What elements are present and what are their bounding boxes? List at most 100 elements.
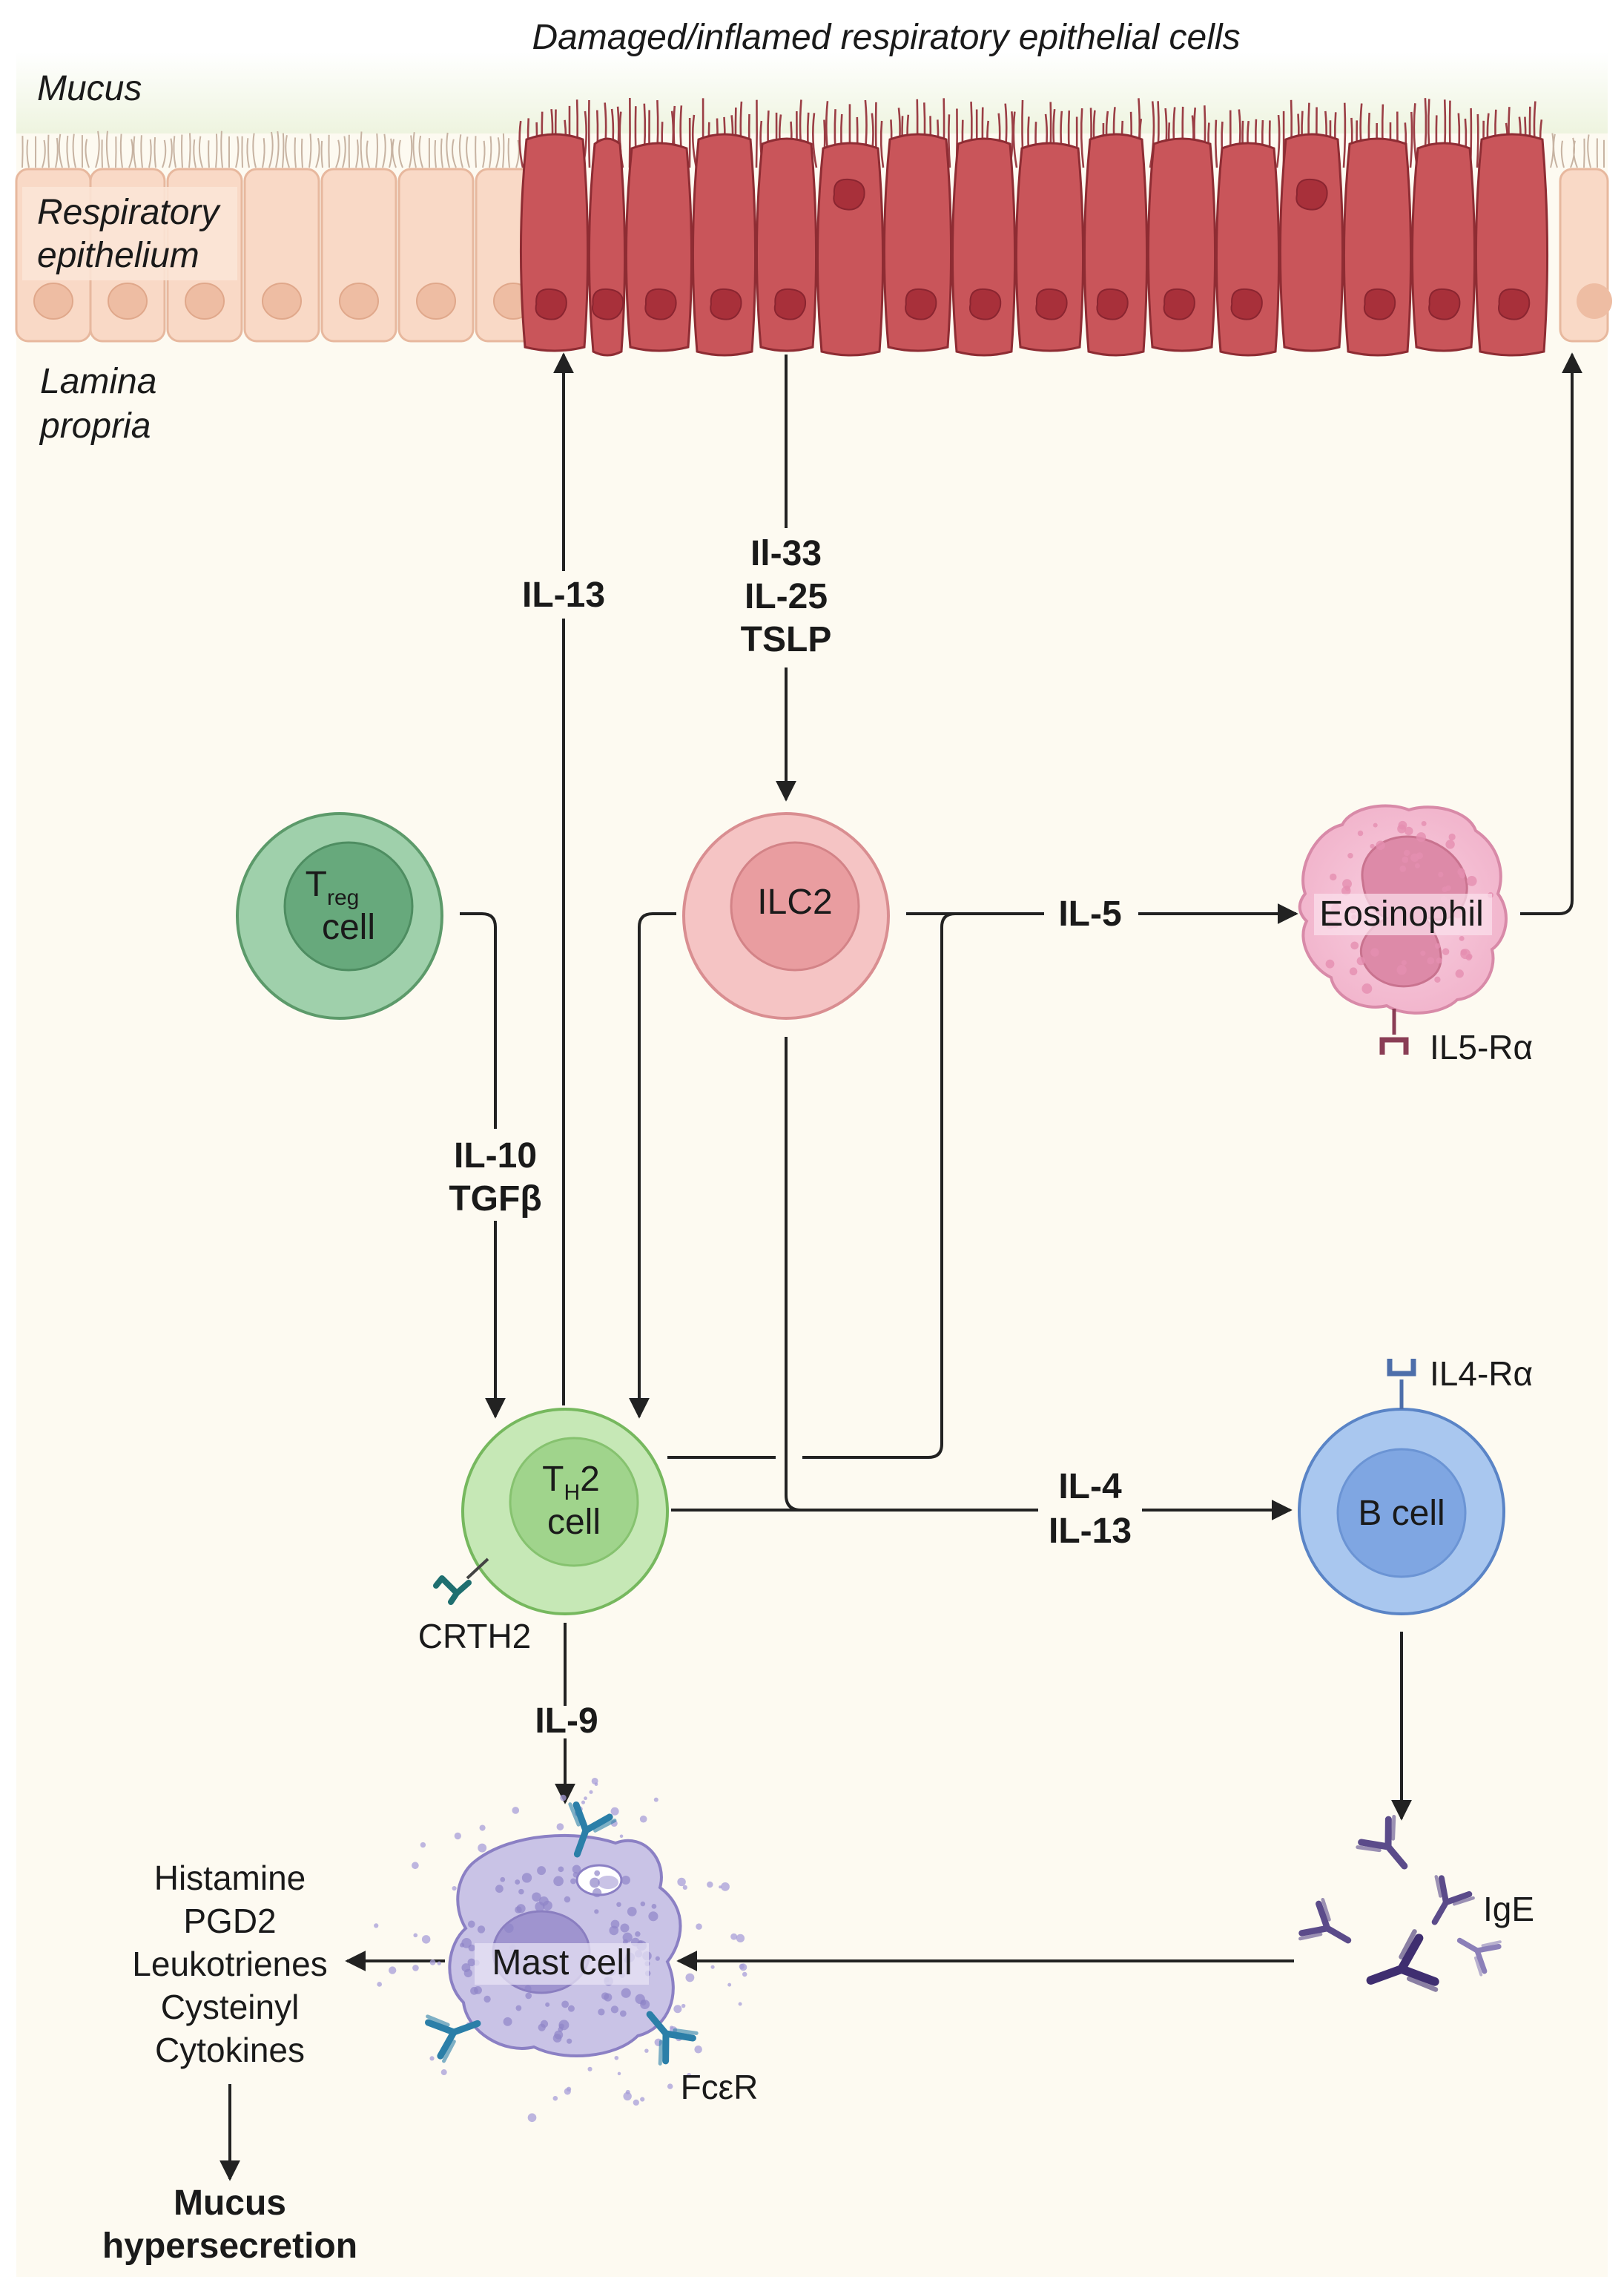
eosinophil-granule	[1438, 872, 1443, 877]
eosinophil-granule	[1416, 832, 1426, 842]
epithelium-label-line1: Respiratory	[37, 193, 221, 232]
eosinophil-granule	[1350, 941, 1359, 949]
mast-granule	[522, 1873, 532, 1882]
damaged-cell-nucleus	[1296, 179, 1327, 210]
damaged-cell-nucleus	[710, 289, 741, 320]
mast-granule	[567, 2039, 572, 2044]
eosinophil-granule	[1399, 866, 1406, 872]
mast-granule	[515, 1879, 520, 1885]
released-granule	[429, 2056, 434, 2060]
released-granule	[667, 2083, 673, 2089]
mast-granule	[543, 1901, 552, 1911]
signal-il13: IL-13	[1049, 1512, 1132, 1551]
eosinophil-granule	[1344, 886, 1350, 891]
crth2-label: CRTH2	[418, 1617, 532, 1655]
eosinophil-granule	[1350, 967, 1358, 975]
released-granule	[557, 1823, 564, 1830]
eosinophil-granule	[1358, 831, 1363, 836]
mast-granule	[594, 1909, 598, 1913]
eosinophil-granule	[1376, 841, 1385, 851]
ilc2-cell: ILC2	[684, 814, 888, 1018]
mast-granule	[483, 1996, 490, 2002]
released-granule	[452, 1886, 457, 1891]
cilium	[48, 135, 49, 168]
eosinophil-granule	[1459, 936, 1465, 941]
cilium	[22, 136, 23, 168]
th2-label-suffix: 2	[580, 1460, 600, 1499]
mast-granule	[468, 1959, 476, 1967]
cilium	[589, 100, 590, 168]
eosinophil-granule	[1347, 853, 1353, 859]
mast-granule	[627, 1907, 637, 1916]
healthy-cell-nucleus	[263, 283, 301, 319]
eosinophil-granule	[1415, 863, 1420, 868]
mast-label: Mast cell	[492, 1943, 632, 1982]
released-granule	[727, 1983, 731, 1987]
mast-granule	[558, 1866, 564, 1872]
released-granule	[611, 1807, 619, 1816]
ilc2-label: ILC2	[757, 883, 832, 922]
eosinophil-granule	[1330, 874, 1336, 880]
mast-granule	[572, 1865, 581, 1874]
damaged-epithelial-cell	[1280, 134, 1342, 351]
eosinophil-granule	[1396, 965, 1406, 975]
mast-granule	[524, 1985, 531, 1992]
lamina-label-line1: Lamina	[40, 362, 156, 401]
released-granule	[711, 1965, 715, 1969]
eosinophil-granule	[1427, 957, 1434, 964]
eosinophil-granule	[1370, 948, 1379, 956]
damaged-epithelial-cell	[817, 143, 882, 355]
mast-granule	[623, 1933, 633, 1942]
mast-granule	[478, 1925, 485, 1933]
il4ra-label: IL4-Rα	[1430, 1354, 1533, 1393]
mast-granule	[641, 1902, 646, 1907]
mast-granule	[495, 1885, 504, 1893]
released-granule	[677, 1878, 685, 1886]
healthy-cell-nucleus	[340, 283, 378, 319]
released-granule	[640, 2097, 644, 2101]
damaged-cell-nucleus	[1036, 289, 1066, 320]
eosinophil-granule	[1402, 960, 1407, 965]
damaged-caption: Damaged/inflamed respiratory epithelial …	[532, 18, 1240, 57]
mast-granule	[532, 1892, 541, 1901]
damaged-cell-nucleus	[593, 289, 623, 320]
damaged-cell-nucleus	[1164, 289, 1195, 320]
mast-granule	[468, 1920, 475, 1928]
mast-granule	[598, 2008, 604, 2015]
background-panel	[16, 52, 1608, 2277]
signal-il4: IL-4	[1058, 1467, 1122, 1506]
mast-granule	[616, 1902, 621, 1908]
signal-il9: IL-9	[535, 1701, 598, 1741]
damaged-epithelial-cell	[1084, 134, 1146, 355]
treg-label-sub: reg	[327, 886, 359, 910]
damaged-cell-nucleus	[1097, 289, 1127, 320]
mast-granule	[516, 2005, 522, 2011]
outcome-line2: hypersecretion	[102, 2226, 357, 2266]
mediator-cysteinyl: Cysteinyl	[161, 1988, 300, 2026]
released-granule	[736, 1934, 745, 1942]
treg-label-line2: cell	[322, 908, 375, 947]
eosinophil-granule	[1442, 948, 1449, 955]
damaged-cell-nucleus	[645, 289, 676, 320]
mast-granule	[553, 1876, 564, 1887]
th2-label-main: T	[542, 1460, 564, 1499]
released-granule	[581, 1801, 585, 1804]
mediator-cytokines: Cytokines	[155, 2031, 305, 2069]
released-granule	[644, 2048, 649, 2053]
eosinophil-granule	[1405, 827, 1413, 836]
eosinophil-granule	[1434, 977, 1440, 983]
eosinophil-granule	[1445, 886, 1450, 891]
mast-granule	[648, 1911, 658, 1921]
mast-granule	[500, 1877, 505, 1882]
released-granule	[615, 2056, 619, 2060]
released-granule	[512, 1807, 519, 1814]
eosinophil-granule	[1436, 957, 1442, 963]
signal-il5: IL-5	[1058, 894, 1121, 934]
mast-granule	[460, 1943, 464, 1948]
mediator-histamine: Histamine	[154, 1859, 306, 1897]
eosinophil-granule	[1402, 857, 1408, 863]
mast-granule	[553, 2034, 562, 2043]
fcer-label: FcεR	[681, 2068, 759, 2106]
mast-granule	[464, 1969, 472, 1977]
eosinophil-granule	[1457, 868, 1465, 875]
